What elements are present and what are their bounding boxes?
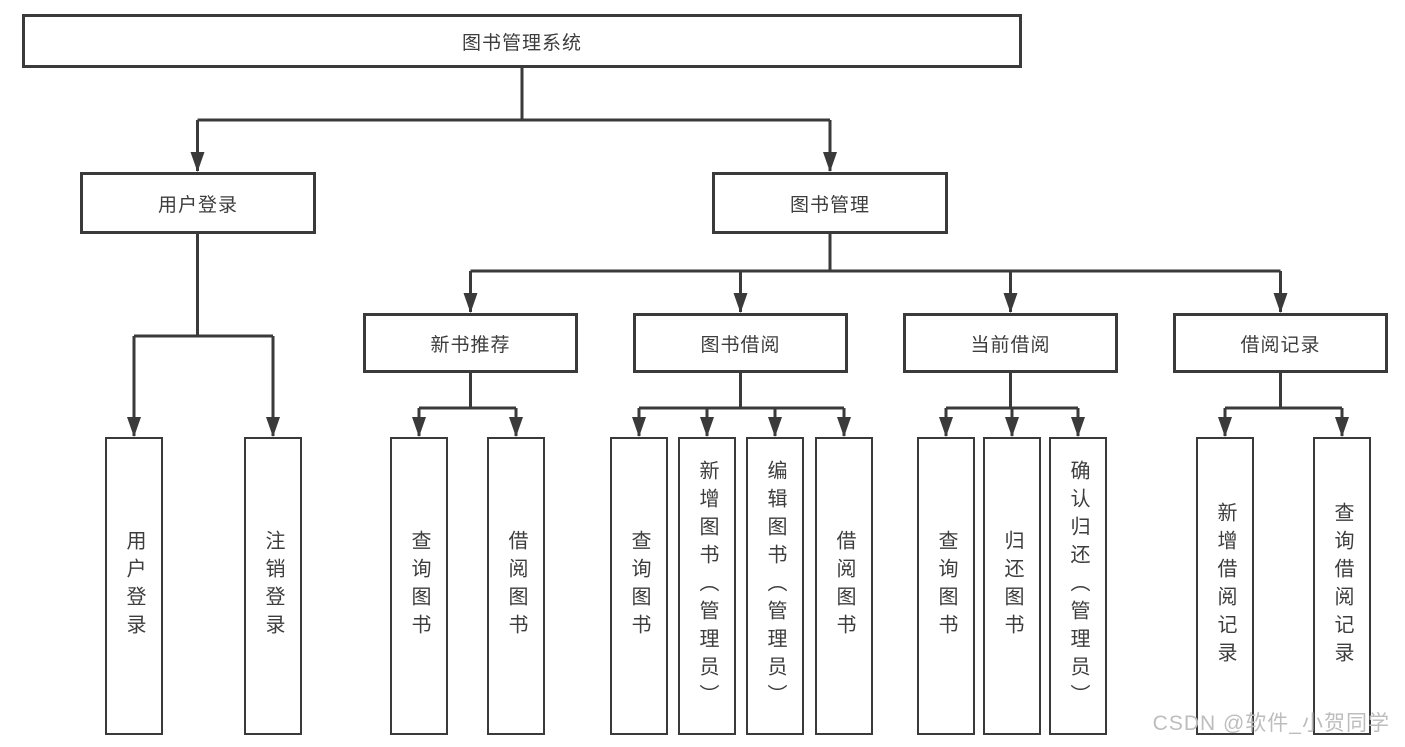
leaf-query-books-recommend-label: 查询图书	[408, 530, 430, 642]
leaf-user-login: 用户登录	[105, 437, 163, 735]
connector-bars	[134, 68, 1342, 410]
node-root: 图书管理系统	[22, 14, 1022, 68]
node-user-login: 用户登录	[80, 172, 316, 234]
leaf-add-book-admin: 新增图书（管理员）	[678, 437, 736, 735]
leaf-logout-label: 注销登录	[262, 530, 284, 642]
leaf-add-book-admin-label: 新增图书（管理员）	[696, 460, 718, 712]
leaf-confirm-return-admin: 确认归还（管理员）	[1049, 437, 1107, 735]
node-root-label: 图书管理系统	[461, 32, 582, 54]
node-new-book-recommend-label: 新书推荐	[430, 334, 511, 356]
leaf-return-book-label: 归还图书	[1001, 530, 1023, 642]
node-user-login-label: 用户登录	[157, 194, 238, 216]
node-current-borrow-label: 当前借阅	[970, 334, 1051, 356]
leaf-logout: 注销登录	[244, 437, 302, 735]
leaf-add-borrow-record: 新增借阅记录	[1196, 437, 1254, 735]
leaf-borrow-books: 借阅图书	[815, 437, 873, 735]
leaf-edit-book-admin: 编辑图书（管理员）	[746, 437, 804, 735]
node-book-management-label: 图书管理	[789, 194, 870, 216]
leaf-return-book: 归还图书	[983, 437, 1041, 735]
leaf-query-books-borrow: 查询图书	[610, 437, 668, 735]
node-borrow-records: 借阅记录	[1173, 313, 1388, 373]
leaf-add-borrow-record-label: 新增借阅记录	[1214, 502, 1236, 670]
leaf-confirm-return-admin-label: 确认归还（管理员）	[1067, 460, 1089, 712]
leaf-query-books-current-label: 查询图书	[935, 530, 957, 642]
node-current-borrow: 当前借阅	[903, 313, 1118, 373]
leaf-borrow-books-recommend-label: 借阅图书	[505, 530, 527, 642]
leaf-query-books-current: 查询图书	[917, 437, 975, 735]
csdn-watermark: CSDN @软件_小贺同学	[1152, 712, 1390, 735]
leaf-borrow-books-recommend: 借阅图书	[487, 437, 545, 735]
node-borrow-records-label: 借阅记录	[1240, 334, 1321, 356]
leaf-user-login-label: 用户登录	[123, 530, 145, 642]
leaf-query-books-borrow-label: 查询图书	[628, 530, 650, 642]
leaf-borrow-books-label: 借阅图书	[833, 530, 855, 642]
node-book-management: 图书管理	[712, 172, 948, 234]
leaf-query-borrow-record: 查询借阅记录	[1313, 437, 1371, 735]
leaf-edit-book-admin-label: 编辑图书（管理员）	[764, 460, 786, 712]
leaf-query-borrow-record-label: 查询借阅记录	[1331, 502, 1353, 670]
node-book-borrow: 图书借阅	[633, 313, 848, 373]
leaf-query-books-recommend: 查询图书	[390, 437, 448, 735]
node-book-borrow-label: 图书借阅	[700, 334, 781, 356]
node-new-book-recommend: 新书推荐	[363, 313, 578, 373]
